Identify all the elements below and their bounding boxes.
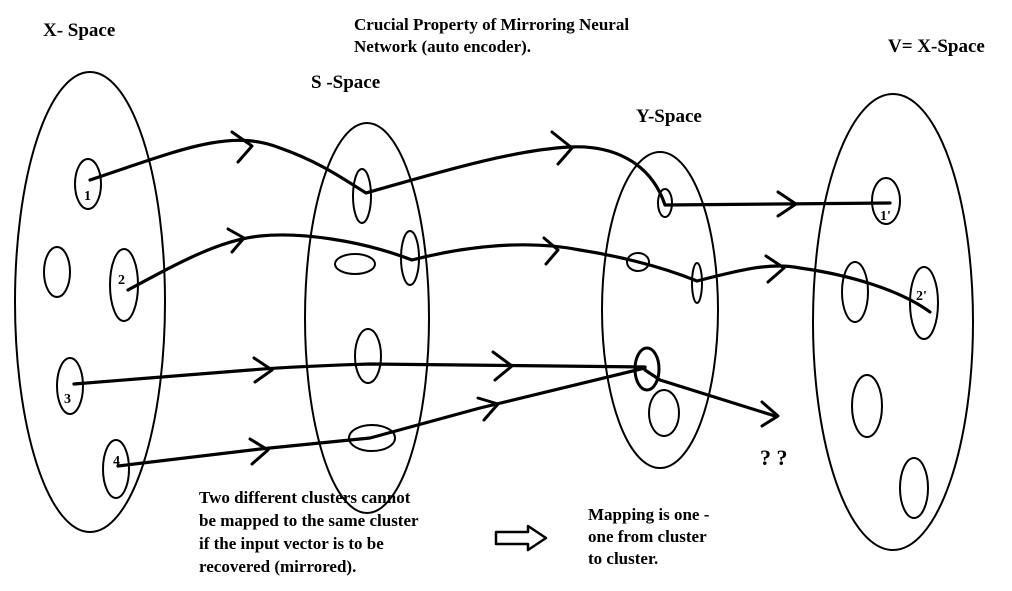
- implies-arrow-icon: [494, 524, 548, 552]
- y-cluster-2: [626, 252, 650, 272]
- x-cluster-1: [74, 158, 102, 210]
- x-cluster-1-label: 1: [84, 189, 91, 204]
- note-left-line-1: Two different clusters cannot: [199, 488, 411, 507]
- mapping-path-4: [116, 366, 647, 468]
- v-cluster-2-label: 2': [916, 289, 927, 304]
- mapping-path-3: [72, 362, 647, 386]
- arrowhead-unknown: [760, 400, 780, 428]
- v-cluster-6: [841, 261, 869, 323]
- arrowhead-3b: [491, 350, 514, 382]
- y-space-label: Y-Space: [636, 106, 702, 127]
- x-cluster-3: [56, 357, 84, 415]
- s-cluster-3: [334, 253, 376, 275]
- arrowhead-4b: [476, 396, 500, 422]
- note-right-line-2: one from cluster: [588, 527, 707, 546]
- note-right-line-3: to cluster.: [588, 549, 658, 568]
- arrowhead-2a: [226, 227, 246, 254]
- y-space-ellipse: [601, 151, 719, 469]
- x-cluster-4: [102, 439, 130, 499]
- arrowhead-1c: [776, 190, 798, 218]
- arrowhead-2b: [542, 236, 560, 266]
- arrowhead-3a: [252, 356, 274, 384]
- v-cluster-1: [871, 177, 901, 225]
- y-cluster-5: [648, 389, 680, 437]
- note-left-line-3: if the input vector is to be: [199, 534, 384, 553]
- unknown-marker: ? ?: [760, 445, 788, 470]
- note-left-line-2: be mapped to the same cluster: [199, 511, 419, 530]
- s-cluster-5: [348, 424, 396, 452]
- s-space-ellipse: [304, 122, 430, 514]
- note-left-line-4: recovered (mirrored).: [199, 557, 356, 576]
- mapping-path-2: [126, 233, 932, 314]
- arrowhead-1b: [550, 130, 574, 166]
- mapping-path-1: [88, 138, 892, 207]
- s-cluster-4: [354, 328, 382, 384]
- y-cluster-3: [691, 262, 703, 304]
- s-space-label: S -Space: [311, 72, 380, 93]
- arrowhead-2c: [764, 254, 786, 284]
- arrowhead-1a: [230, 130, 254, 164]
- v-cluster-8: [899, 457, 929, 519]
- x-cluster-3-label: 3: [64, 392, 71, 407]
- v-cluster-1-label: 1': [880, 209, 891, 224]
- v-cluster-2: [909, 266, 939, 340]
- x-cluster-4-label: 4: [113, 454, 120, 469]
- x-cluster-2-label: 2: [118, 273, 125, 288]
- v-space-label: V= X-Space: [888, 36, 985, 57]
- note-right-line-1: Mapping is one -: [588, 505, 710, 524]
- y-cluster-1: [657, 188, 673, 218]
- mapping-path-unknown: [643, 368, 777, 418]
- s-cluster-1: [352, 168, 372, 224]
- v-cluster-7: [851, 374, 883, 438]
- v-space-ellipse: [812, 93, 974, 551]
- arrowhead-4a: [248, 437, 270, 466]
- title-line-1: Crucial Property of Mirroring Neural: [354, 15, 629, 34]
- title-line-2: Network (auto encoder).: [354, 37, 531, 56]
- x-space-label: X- Space: [43, 20, 115, 41]
- x-space-ellipse: [14, 71, 166, 533]
- x-cluster-5: [43, 246, 71, 298]
